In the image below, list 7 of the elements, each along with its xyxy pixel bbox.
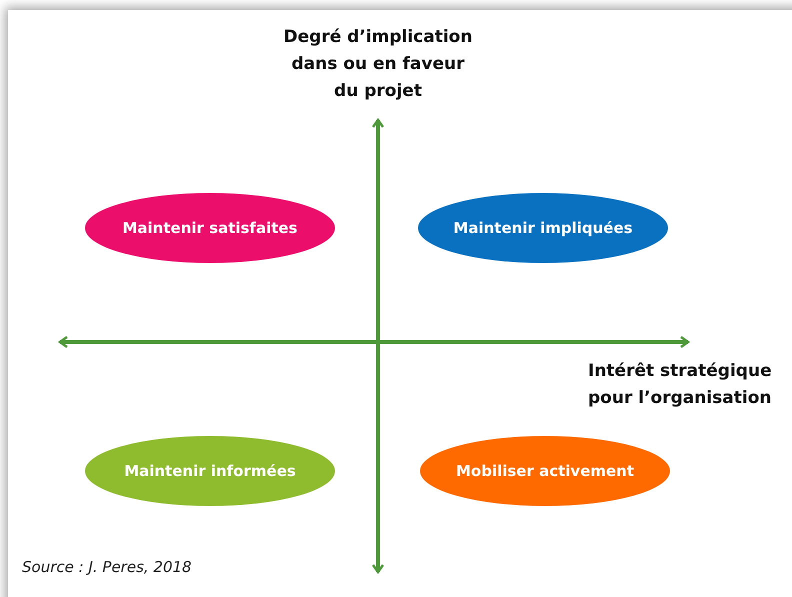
quadrant-label: Maintenir satisfaites	[122, 219, 298, 237]
horizontal-axis-title: Intérêt stratégique pour l’organisation	[588, 360, 773, 410]
quadrant-label: Maintenir informées	[124, 462, 296, 480]
quadrant-label: Maintenir impliquées	[453, 219, 633, 237]
vertical-axis-title: Degré d’implication dans ou en faveur du projet	[282, 26, 474, 103]
source-caption: Source : J. Peres, 2018	[22, 558, 192, 576]
quadrant-label: Mobiliser activement	[456, 462, 634, 480]
